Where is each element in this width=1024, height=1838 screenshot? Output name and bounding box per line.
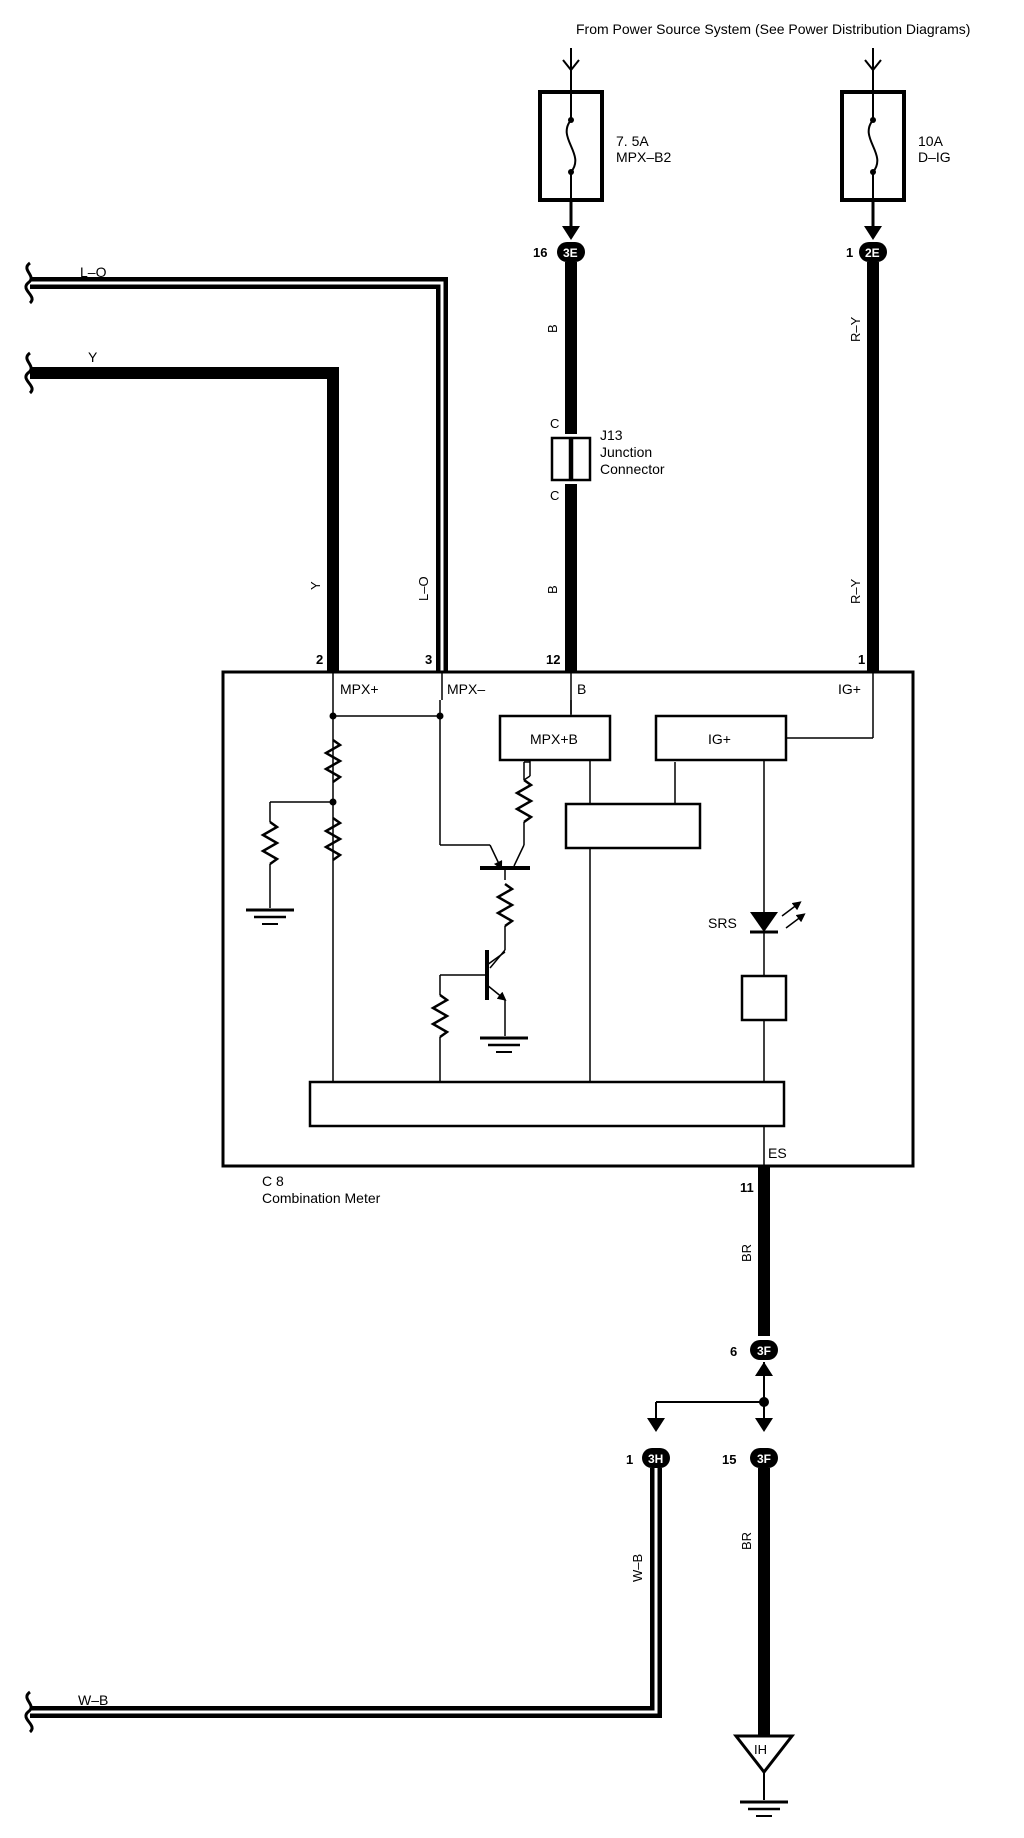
connector-id: 3H <box>648 1452 663 1466</box>
terminal-ig-plus: IG+ <box>838 681 861 697</box>
connector-id: 2E <box>865 246 880 260</box>
wire-br-lower: BR <box>739 1468 770 1736</box>
wire-color-w-b: W–B <box>630 1554 645 1582</box>
fuse-rating: 10A <box>918 133 944 149</box>
meter-name: Combination Meter <box>262 1190 381 1206</box>
combination-meter: 2 3 12 1 11 MPX+ MPX– B IG+ ES C 8 Combi… <box>221 652 915 1206</box>
connector-id: 3E <box>563 246 578 260</box>
ground-id: IH <box>754 1742 767 1757</box>
meter-pin: 3 <box>425 652 432 667</box>
ground-symbol-icon <box>246 908 294 925</box>
wire-color-y: Y <box>88 349 98 365</box>
srs-warning-led-icon <box>750 901 806 934</box>
wire-br-upper: BR <box>739 1166 770 1336</box>
connector-3f-bottom: 3F 15 <box>722 1448 778 1468</box>
terminal-b: B <box>577 681 586 697</box>
terminal-mpx-minus: MPX– <box>447 681 485 697</box>
connector-id: 3F <box>757 1344 771 1358</box>
srs-label: SRS <box>708 915 737 931</box>
connector-3f-top: 3F 6 <box>730 1340 778 1376</box>
connector-3e: 3E 16 <box>533 200 585 262</box>
block-mpxb: MPX+B <box>530 731 578 747</box>
wire-color-br: BR <box>739 1244 754 1262</box>
wire-r-y: R–Y R–Y <box>848 262 879 672</box>
junction-pin: C <box>550 416 559 431</box>
wire-color-w-b: W–B <box>78 1692 108 1708</box>
connector-pin: 1 <box>846 245 853 260</box>
wire-w-b: W–B W–B <box>24 1468 662 1734</box>
connector-pin: 6 <box>730 1344 737 1359</box>
meter-pin: 2 <box>316 652 323 667</box>
connector-pin: 15 <box>722 1452 736 1467</box>
fuse-name: MPX–B2 <box>616 149 671 165</box>
terminal-mpx-plus: MPX+ <box>340 681 379 697</box>
ground-symbol-icon <box>740 1800 788 1817</box>
wire-b: B B <box>545 262 577 672</box>
wire-color-r-y: R–Y <box>848 578 863 604</box>
ground-point-ih: IH <box>732 1734 796 1817</box>
junction-id: J13 <box>600 427 623 443</box>
junction-line1: Junction <box>600 444 652 460</box>
wire-color-br: BR <box>739 1532 754 1550</box>
wire-color-l-o: L–O <box>416 576 431 601</box>
connector-2e: 2E 1 <box>846 200 887 262</box>
splice-branch <box>647 1362 773 1432</box>
junction-line2: Connector <box>600 461 665 477</box>
wire-y: Y Y <box>24 349 339 672</box>
wire-color-b: B <box>545 324 560 333</box>
ground-symbol-icon <box>480 1036 528 1053</box>
block-igp: IG+ <box>708 731 731 747</box>
fuse-d-ig: 10A D–IG <box>840 48 951 202</box>
connector-pin: 1 <box>626 1452 633 1467</box>
fuse-rating: 7. 5A <box>616 133 649 149</box>
meter-pin: 1 <box>858 652 865 667</box>
wire-l-o: L–O L–O <box>24 261 448 672</box>
junction-pin: C <box>550 488 559 503</box>
wire-color-r-y: R–Y <box>848 316 863 342</box>
meter-id: C 8 <box>262 1173 284 1189</box>
fuse-mpx-b2: 7. 5A MPX–B2 <box>538 48 671 202</box>
junction-connector-j13: C C J13 Junction Connector <box>550 416 665 503</box>
fuse-name: D–IG <box>918 149 951 165</box>
connector-id: 3F <box>757 1452 771 1466</box>
terminal-es: ES <box>768 1145 787 1161</box>
connector-pin: 16 <box>533 245 547 260</box>
connector-3h: 3H 1 <box>626 1448 670 1468</box>
wire-color-y: Y <box>308 581 323 590</box>
meter-pin: 11 <box>740 1180 754 1195</box>
source-label: From Power Source System (See Power Dist… <box>576 21 970 37</box>
wire-color-b: B <box>545 585 560 594</box>
wire-color-l-o: L–O <box>80 264 107 280</box>
transistor-icon <box>480 844 530 871</box>
meter-pin: 12 <box>546 652 560 667</box>
transistor-icon <box>485 950 507 1001</box>
